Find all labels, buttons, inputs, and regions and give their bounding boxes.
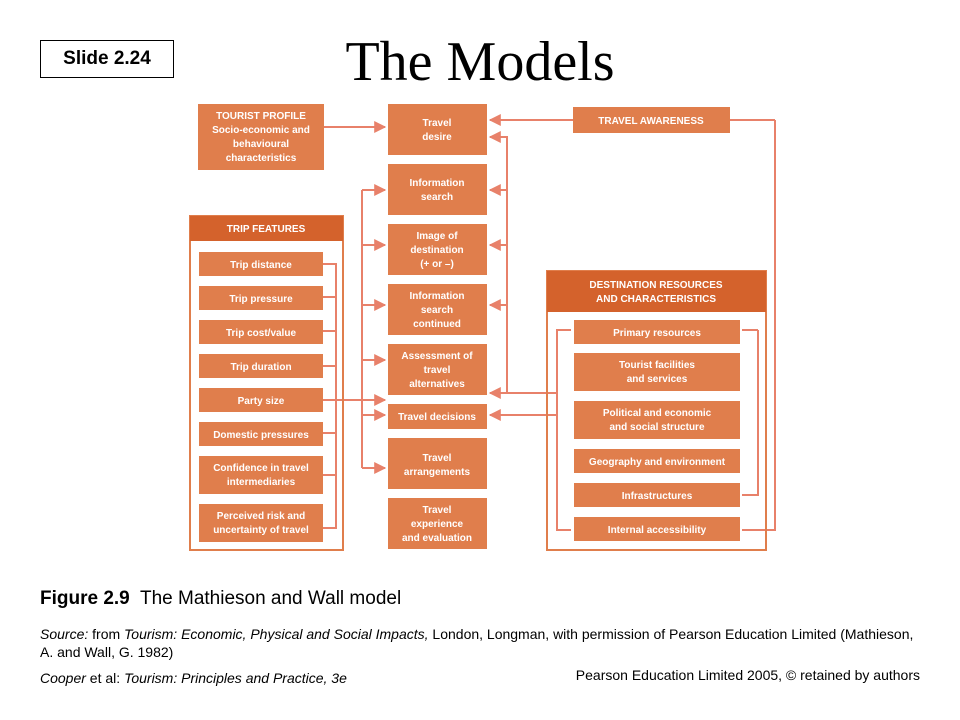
- experience-line-2: experience: [411, 519, 464, 530]
- footer-authors: Cooper: [40, 670, 86, 686]
- process-feedback-bus: [488, 131, 530, 394]
- arrangements-line-1: Travel: [423, 453, 452, 464]
- geography-label: Geography and environment: [589, 457, 726, 468]
- info-continued-line-3: continued: [413, 319, 461, 330]
- process-column: Travel desire Information search Image o…: [388, 104, 487, 549]
- connector-lines: [323, 114, 776, 531]
- loop-outer-right: [742, 120, 776, 531]
- info-continued-line-1: Information: [410, 291, 465, 302]
- political-line-2: and social structure: [609, 422, 704, 433]
- perceived-risk-line-2: uncertainty of travel: [213, 525, 309, 536]
- info-continued-line-2: search: [421, 305, 453, 316]
- source-book-title: Tourism: Economic, Physical and Social I…: [124, 626, 429, 642]
- trip-distance-label: Trip distance: [230, 260, 292, 271]
- tourist-profile-line-3: behavioural: [233, 139, 289, 150]
- image-line-2: destination: [410, 245, 463, 256]
- image-line-3: (+ or –): [420, 259, 454, 270]
- tourist-facilities-line-2: and services: [627, 374, 688, 385]
- trip-features-right-bus: [323, 263, 337, 529]
- loop-destination-link: [742, 330, 759, 496]
- travel-awareness-box: TRAVEL AWARENESS: [573, 107, 730, 133]
- assessment-line-3: alternatives: [409, 379, 465, 390]
- experience-line-3: and evaluation: [402, 533, 472, 544]
- internal-accessibility-label: Internal accessibility: [608, 525, 707, 536]
- destination-panel: DESTINATION RESOURCES AND CHARACTERISTIC…: [546, 270, 767, 551]
- assessment-line-1: Assessment of: [401, 351, 473, 362]
- destination-header-line-1: DESTINATION RESOURCES: [589, 280, 722, 291]
- party-size-label: Party size: [238, 396, 285, 407]
- infrastructures-label: Infrastructures: [622, 491, 693, 502]
- source-note: Source: from Tourism: Economic, Physical…: [40, 625, 920, 661]
- footer-copyright: Pearson Education Limited 2005, © retain…: [575, 667, 920, 683]
- experience-line-1: Travel: [423, 505, 452, 516]
- source-rest: London, Longman, with permission of Pear…: [40, 626, 914, 660]
- slide-number-badge: Slide 2.24: [40, 40, 174, 78]
- arrangements-line-2: arrangements: [404, 467, 471, 478]
- info-search-line-2: search: [421, 192, 453, 203]
- destination-left-bracket: [556, 329, 571, 531]
- image-line-1: Image of: [416, 231, 458, 242]
- tourist-profile-box: TOURIST PROFILE Socio-economic and behav…: [198, 104, 324, 170]
- travel-desire-line-2: desire: [422, 132, 452, 143]
- info-search-line-1: Information: [410, 178, 465, 189]
- source-prefix: Source:: [40, 626, 89, 642]
- confidence-line-1: Confidence in travel: [213, 463, 309, 474]
- footer-book: Tourism: Principles and Practice, 3e: [124, 670, 347, 686]
- political-line-1: Political and economic: [603, 408, 712, 419]
- destination-header-line-2: AND CHARACTERISTICS: [596, 294, 716, 305]
- trip-cost-label: Trip cost/value: [226, 328, 296, 339]
- trip-pressure-label: Trip pressure: [229, 294, 293, 305]
- trip-duration-label: Trip duration: [230, 362, 291, 373]
- travel-decisions-label: Travel decisions: [398, 412, 476, 423]
- tourist-facilities-line-1: Tourist facilities: [619, 360, 695, 371]
- tourist-profile-line-2: Socio-economic and: [212, 125, 310, 136]
- travel-awareness-label: TRAVEL AWARENESS: [598, 116, 704, 127]
- primary-resources-label: Primary resources: [613, 328, 701, 339]
- confidence-line-2: intermediaries: [227, 477, 296, 488]
- perceived-risk-line-1: Perceived risk and: [217, 511, 305, 522]
- figure-number: Figure 2.9: [40, 588, 130, 609]
- source-from: from: [88, 626, 125, 642]
- assessment-line-2: travel: [424, 365, 451, 376]
- domestic-pressures-label: Domestic pressures: [213, 430, 309, 441]
- tourist-profile-line-4: characteristics: [226, 153, 297, 164]
- trip-features-panel: TRIP FEATURES Trip distance Trip pressur…: [189, 215, 344, 551]
- mathieson-wall-diagram: TOURIST PROFILE Socio-economic and behav…: [189, 104, 776, 551]
- trip-features-header: TRIP FEATURES: [227, 224, 306, 235]
- tourist-profile-line-1: TOURIST PROFILE: [216, 111, 306, 122]
- slide-title: The Models: [345, 31, 615, 93]
- travel-desire-line-1: Travel: [423, 118, 452, 129]
- footer-citation: Cooper et al: Tourism: Principles and Pr…: [40, 670, 347, 686]
- footer-etal: et al:: [85, 670, 125, 686]
- figure-title: The Mathieson and Wall model: [139, 588, 402, 609]
- figure-caption: Figure 2.9 The Mathieson and Wall model: [40, 588, 401, 610]
